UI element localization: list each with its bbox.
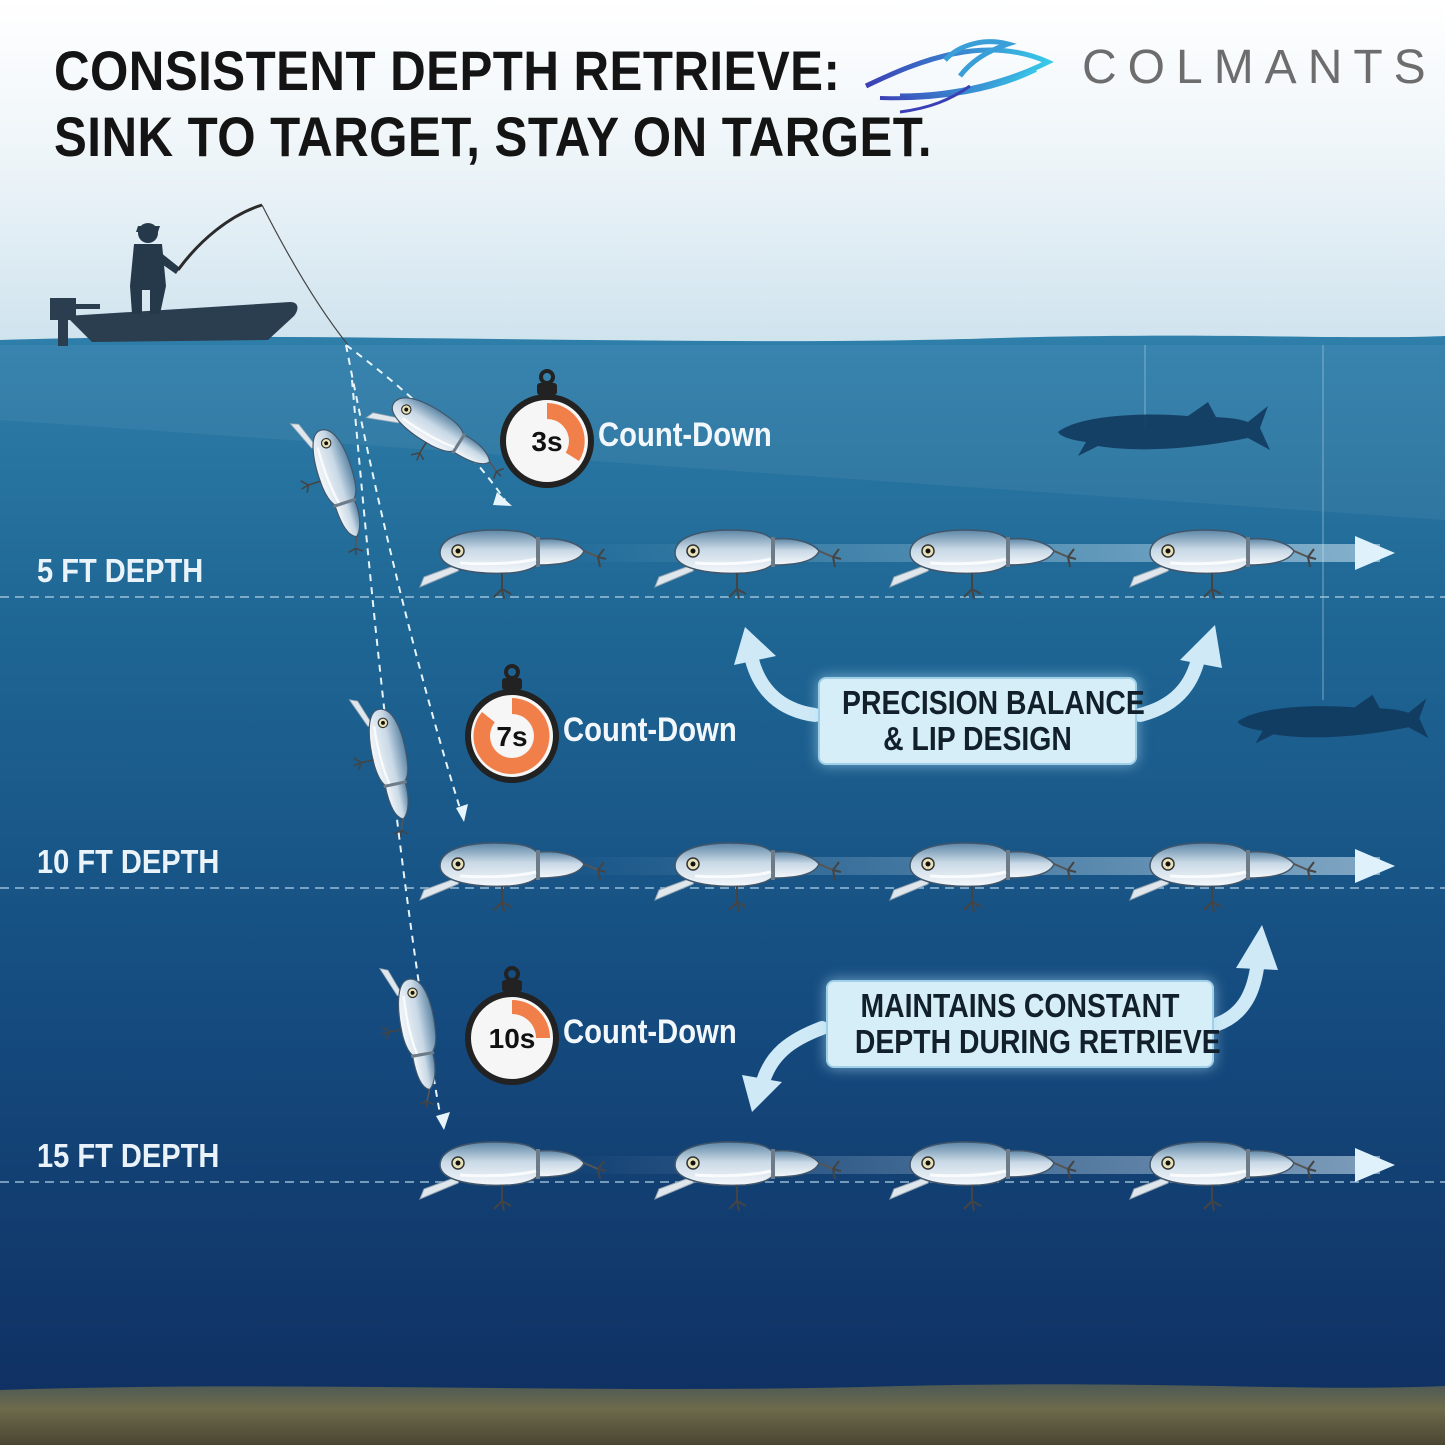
title-line-2: SINK TO TARGET, STAY ON TARGET. xyxy=(54,105,932,168)
callout-precision-balance: PRECISION BALANCE & LIP DESIGN xyxy=(818,677,1145,765)
callout-line: PRECISION BALANCE xyxy=(842,684,1145,721)
countdown-label-10s: Count-Down xyxy=(563,1013,737,1051)
stopwatch-icon-7s: 7s xyxy=(465,664,559,783)
lakebed xyxy=(0,1384,1445,1445)
timer-value: 7s xyxy=(496,721,527,752)
callout-constant-depth: MAINTAINS CONSTANT DEPTH DURING RETRIEVE xyxy=(826,980,1221,1068)
stopwatch-icon-3s: 3s xyxy=(500,369,594,488)
title-line-1: CONSISTENT DEPTH RETRIEVE: xyxy=(54,39,841,102)
timer-value: 3s xyxy=(531,426,562,457)
callout-line: DEPTH DURING RETRIEVE xyxy=(854,1023,1221,1060)
callout-line: & LIP DESIGN xyxy=(883,720,1072,757)
boat-silhouette xyxy=(50,298,298,346)
countdown-label-7s: Count-Down xyxy=(563,711,737,749)
fish-logo-icon xyxy=(864,39,1054,114)
retrieve-row-10ft xyxy=(418,840,1395,914)
sink-arrowheads xyxy=(436,492,512,1130)
page-title: CONSISTENT DEPTH RETRIEVE: SINK TO TARGE… xyxy=(54,38,932,170)
retrieve-row-15ft xyxy=(418,1139,1395,1213)
fishing-rod xyxy=(176,203,263,271)
countdown-label-3s: Count-Down xyxy=(598,416,772,454)
depth-label-15ft: 15 FT DEPTH xyxy=(37,1137,220,1174)
stopwatch-icon-10s: 10s xyxy=(465,966,559,1085)
depth-label-10ft: 10 FT DEPTH xyxy=(37,843,220,880)
depth-label-5ft: 5 FT DEPTH xyxy=(37,552,204,589)
callout-line: MAINTAINS CONSTANT xyxy=(860,987,1180,1024)
retrieve-row-5ft xyxy=(418,527,1395,601)
fishing-line xyxy=(261,204,349,346)
brand-name: COLMANTS xyxy=(1082,41,1437,94)
callout-arrowheads xyxy=(734,625,1278,1112)
angler-silhouette xyxy=(130,223,180,314)
timer-value: 10s xyxy=(489,1023,536,1054)
